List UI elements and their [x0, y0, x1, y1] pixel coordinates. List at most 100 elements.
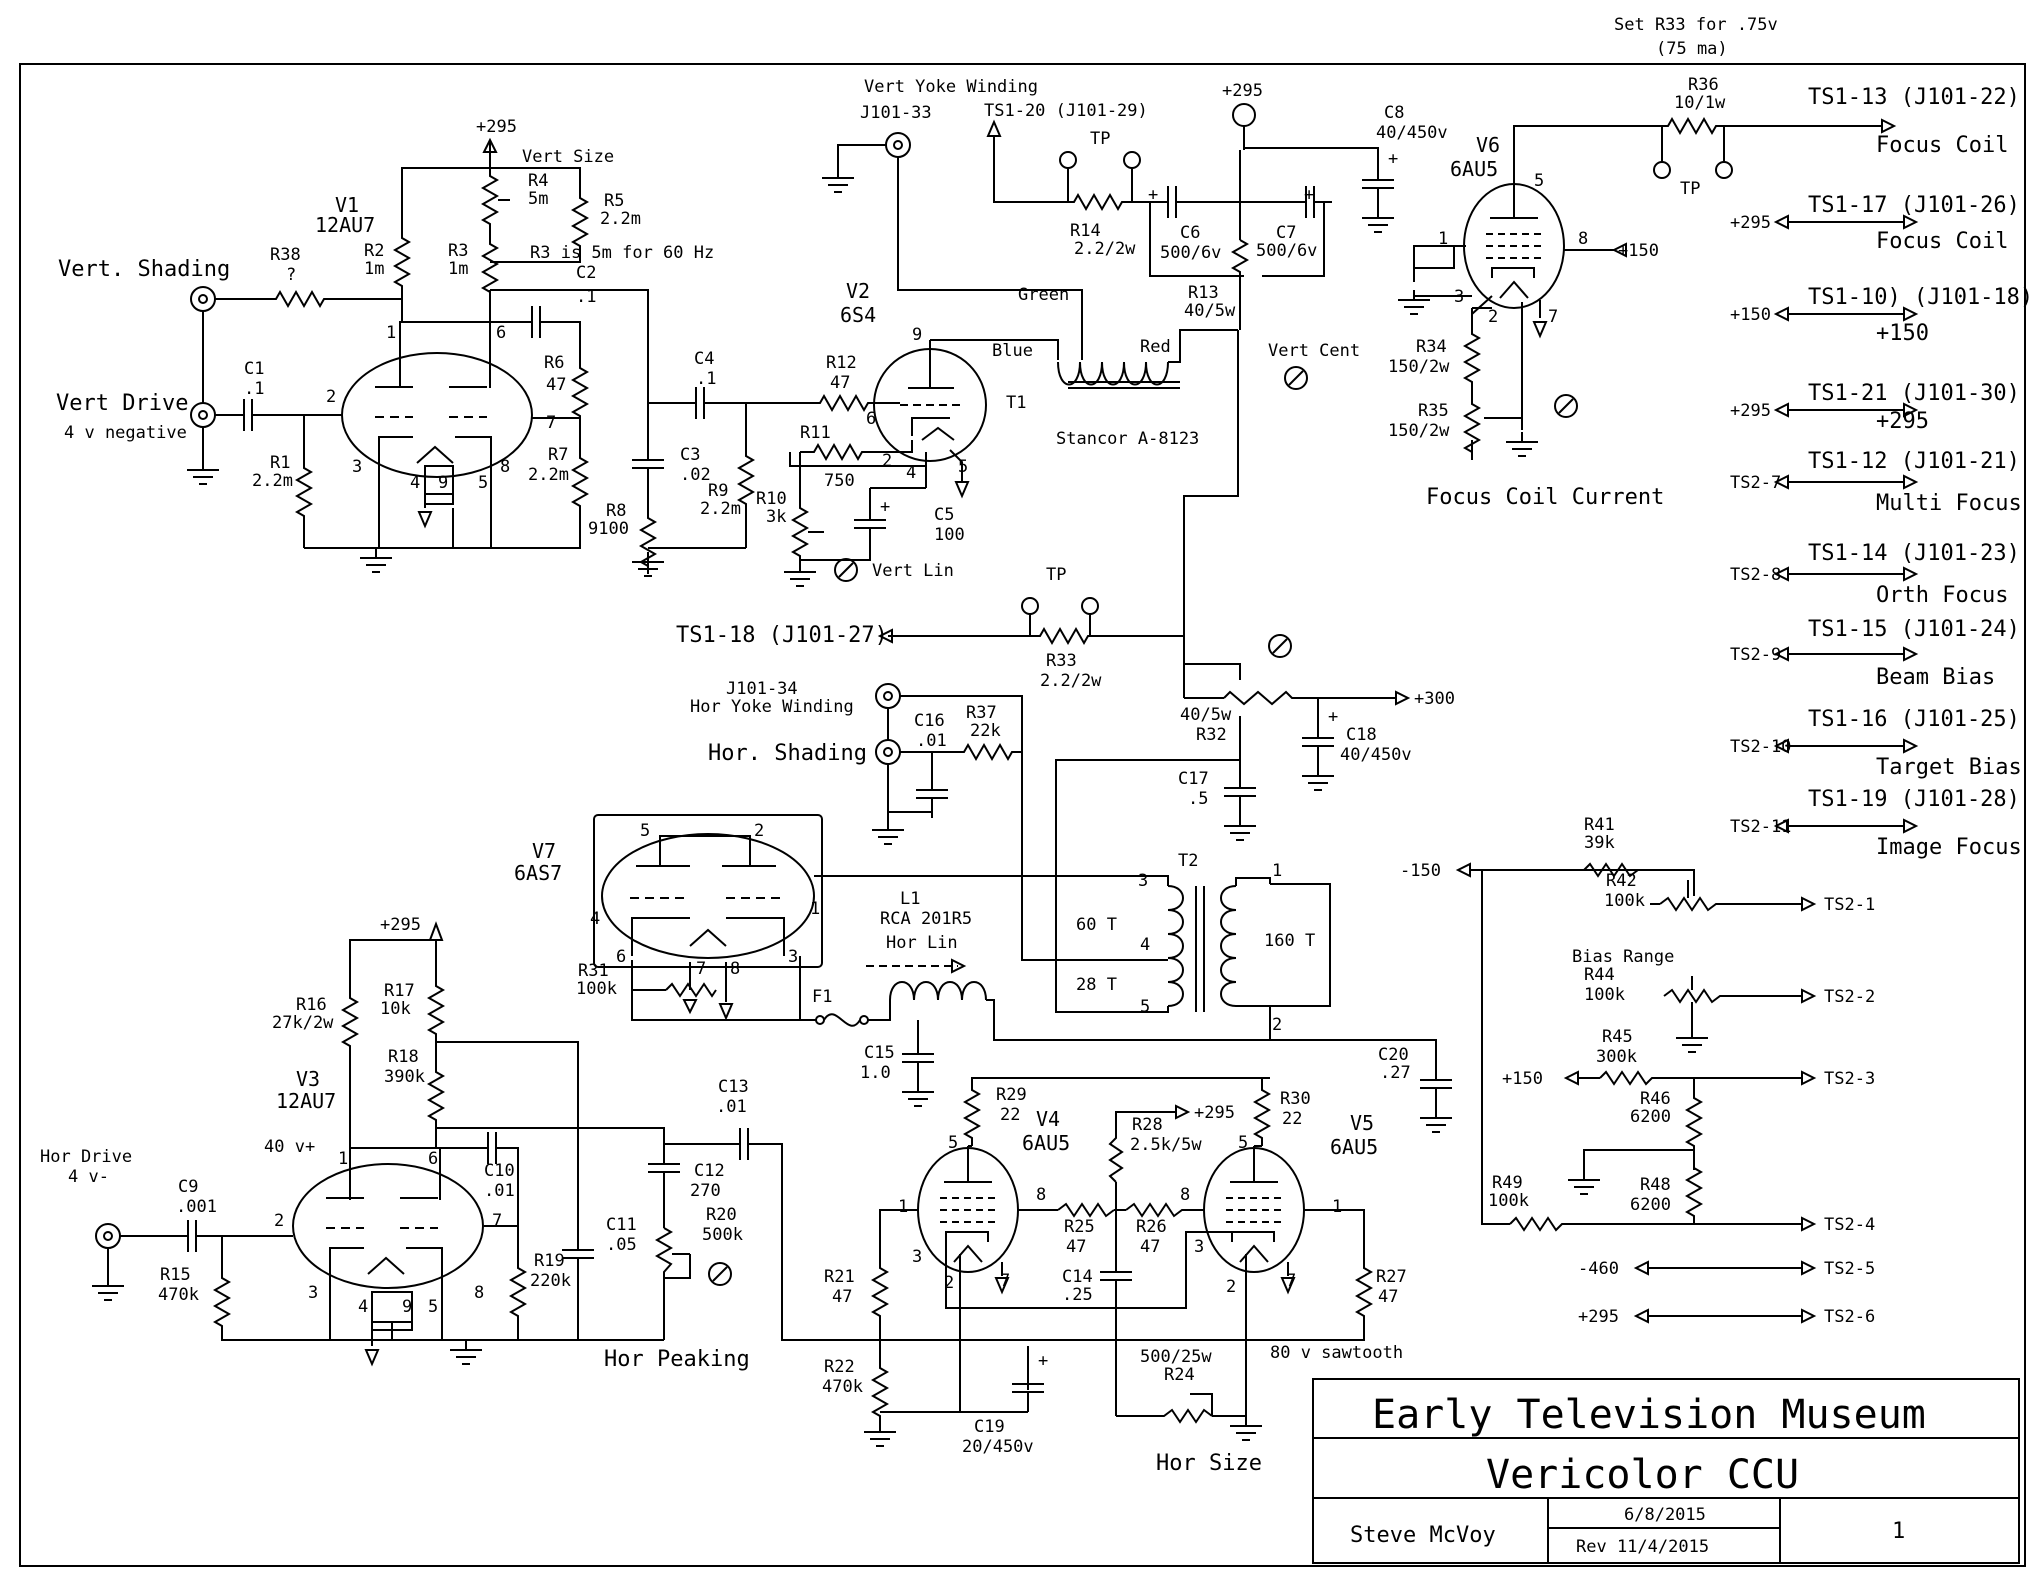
- focus-coil-current: Focus Coil Current: [1426, 485, 1664, 510]
- r45-ref: R45: [1602, 1027, 1633, 1047]
- svg-text:6AU5: 6AU5: [1022, 1131, 1070, 1155]
- svg-text:1: 1: [1438, 229, 1448, 249]
- svg-text:Hor Yoke Winding: Hor Yoke Winding: [690, 697, 854, 717]
- c1-ref: C1: [244, 359, 264, 379]
- svg-text:5m: 5m: [528, 189, 548, 209]
- v7-ref: V7: [532, 839, 556, 863]
- svg-text:7: 7: [696, 959, 706, 979]
- svg-text:47: 47: [1140, 1237, 1160, 1257]
- terminal-function: Multi Focus: [1876, 491, 2022, 516]
- svg-text:1: 1: [338, 1149, 348, 1169]
- plus300-label: +300: [1414, 689, 1455, 709]
- c15-ref: C15: [864, 1043, 895, 1063]
- v1-ref: V1: [335, 193, 359, 217]
- v4-ref: V4: [1036, 1107, 1060, 1131]
- c4-ref: C4: [694, 349, 714, 369]
- svg-text:2: 2: [754, 821, 764, 841]
- terminal-function: +150: [1876, 321, 1929, 346]
- terminal-name: TS1-10) (J101-18): [1808, 285, 2033, 310]
- svg-text:3: 3: [1194, 1237, 1204, 1257]
- svg-text:.1: .1: [244, 379, 264, 399]
- svg-text:.25: .25: [1062, 1285, 1093, 1305]
- r33-ref: R33: [1046, 651, 1077, 671]
- svg-text:.01: .01: [484, 1181, 515, 1201]
- r4-ref: R4: [528, 171, 548, 191]
- hor-yoke: J101-34 Hor Yoke Winding Hor. Shading C1…: [690, 679, 1130, 961]
- hor-shading: Hor. Shading: [708, 741, 867, 766]
- r29-ref: R29: [996, 1085, 1027, 1105]
- terminal-left-label: TS2-10: [1730, 737, 1791, 757]
- svg-text:100k: 100k: [576, 979, 617, 999]
- svg-text:.1: .1: [696, 369, 716, 389]
- r30-ref: R30: [1280, 1089, 1311, 1109]
- green-lead: Green: [1018, 285, 1069, 305]
- svg-text:9: 9: [402, 1297, 412, 1317]
- r16-ref: R16: [296, 995, 327, 1015]
- svg-text:6: 6: [496, 323, 506, 343]
- svg-text:7: 7: [492, 1211, 502, 1231]
- svg-text:500k: 500k: [702, 1225, 743, 1245]
- svg-text:6S4: 6S4: [840, 303, 876, 327]
- hor-size: Hor Size: [1156, 1451, 1262, 1476]
- title-author: Steve McVoy: [1350, 1523, 1496, 1548]
- svg-text:1: 1: [1272, 861, 1282, 881]
- plus150-label: +150: [1502, 1069, 1543, 1089]
- svg-text:8: 8: [1578, 229, 1588, 249]
- c20-ref: C20: [1378, 1045, 1409, 1065]
- svg-text:8: 8: [1036, 1185, 1046, 1205]
- svg-text:2: 2: [1226, 1277, 1236, 1297]
- r7-ref: R7: [548, 445, 568, 465]
- svg-text:12AU7: 12AU7: [276, 1089, 336, 1113]
- svg-text:TP: TP: [1046, 565, 1066, 585]
- svg-text:470k: 470k: [822, 1377, 863, 1397]
- svg-text:2: 2: [274, 1211, 284, 1231]
- svg-text:1m: 1m: [448, 259, 468, 279]
- svg-text:9: 9: [912, 325, 922, 345]
- r41-ref: R41: [1584, 815, 1615, 835]
- svg-text:47: 47: [1378, 1287, 1398, 1307]
- svg-text:Vert Size: Vert Size: [522, 147, 614, 167]
- svg-text:5: 5: [1534, 171, 1544, 191]
- vert-cent-label: Vert Cent: [1268, 341, 1360, 361]
- c13-ref: C13: [718, 1077, 749, 1097]
- svg-text:100k: 100k: [1584, 985, 1625, 1005]
- svg-text:3: 3: [352, 457, 362, 477]
- svg-text:2.2m: 2.2m: [700, 499, 741, 519]
- svg-text:6AU5: 6AU5: [1330, 1135, 1378, 1159]
- v2-ref: V2: [846, 279, 870, 303]
- svg-text:2.2/2w: 2.2/2w: [1074, 239, 1136, 259]
- title-block: Early Television Museum Vericolor CCU St…: [1312, 1378, 2020, 1564]
- svg-text:2: 2: [944, 1273, 954, 1293]
- r42-ref: R42: [1606, 871, 1637, 891]
- v1-type: 12AU7: [315, 213, 375, 237]
- c16-ref: C16: [914, 711, 945, 731]
- svg-text:8: 8: [474, 1283, 484, 1303]
- svg-text:2.2m: 2.2m: [600, 209, 641, 229]
- svg-text:22: 22: [1000, 1105, 1020, 1125]
- svg-text:5: 5: [948, 1133, 958, 1153]
- svg-text:5: 5: [958, 457, 968, 477]
- t2-ref: T2: [1178, 851, 1198, 871]
- terminal-left-label: TS2-7: [1730, 473, 1781, 493]
- l1-type: RCA 201R5: [880, 909, 972, 929]
- terminal-name: TS1-19 (J101-28): [1808, 787, 2020, 812]
- svg-text:2: 2: [1488, 307, 1498, 327]
- svg-text:470k: 470k: [158, 1285, 199, 1305]
- svg-text:60 T: 60 T: [1076, 915, 1117, 935]
- svg-text:5: 5: [1238, 1133, 1248, 1153]
- svg-text:8: 8: [730, 959, 740, 979]
- r26-ref: R26: [1136, 1217, 1167, 1237]
- svg-text:TP: TP: [1680, 179, 1700, 199]
- bias-range: Bias Range: [1572, 947, 1674, 967]
- r14-ref: R14: [1070, 221, 1101, 241]
- svg-text:28 T: 28 T: [1076, 975, 1117, 995]
- svg-text:7: 7: [1286, 1271, 1296, 1291]
- svg-text:3: 3: [308, 1283, 318, 1303]
- v3-b-plus: +295: [380, 915, 421, 935]
- svg-text:4: 4: [358, 1297, 368, 1317]
